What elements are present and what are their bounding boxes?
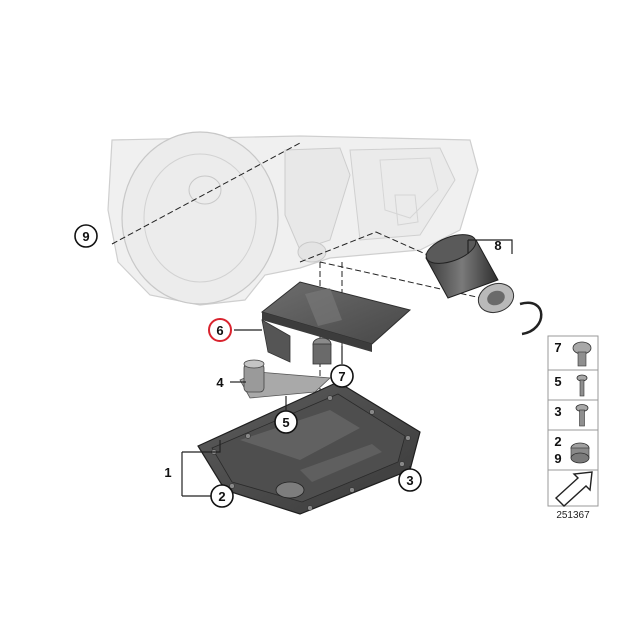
svg-text:7: 7 [554, 340, 561, 355]
legend-row-2-9[interactable]: 2 9 [554, 434, 590, 466]
svg-text:5: 5 [554, 374, 561, 389]
svg-text:8: 8 [494, 238, 501, 253]
callout-1[interactable]: 1 [164, 465, 171, 480]
drain-plug-icon [570, 442, 590, 464]
direction-arrow-icon [554, 471, 593, 507]
callout-2[interactable]: 2 [210, 484, 234, 508]
svg-text:3: 3 [554, 404, 561, 419]
svg-text:5: 5 [282, 415, 289, 430]
svg-text:4: 4 [216, 375, 224, 390]
callout-5[interactable]: 5 [274, 410, 298, 434]
callout-9[interactable]: 9 [74, 224, 98, 248]
oil-pan-part [197, 381, 421, 515]
svg-text:2: 2 [554, 434, 561, 449]
legend-row-3[interactable]: 3 [554, 404, 589, 427]
callout-4[interactable]: 4 [216, 375, 224, 390]
legend-row-5[interactable]: 5 [554, 374, 588, 397]
torx-bolt-icon [572, 341, 592, 367]
transmission-housing [107, 131, 479, 306]
callout-6-highlighted[interactable]: 6 [208, 318, 232, 342]
callout-8[interactable]: 8 [494, 238, 501, 253]
callout-7[interactable]: 7 [330, 364, 354, 388]
callout-3[interactable]: 3 [398, 468, 422, 492]
screw-icon [575, 404, 589, 427]
mechatronic-sleeve-part [239, 359, 331, 399]
diagram-code: 251367 [556, 510, 590, 521]
svg-text:9: 9 [554, 451, 561, 466]
svg-text:2: 2 [218, 489, 225, 504]
svg-text:6: 6 [216, 323, 223, 338]
svg-text:7: 7 [338, 369, 345, 384]
transmission-filter-part [260, 281, 412, 365]
legend-row-7[interactable]: 7 [554, 340, 592, 367]
oil-filter-part [425, 234, 543, 336]
svg-text:3: 3 [406, 473, 413, 488]
svg-text:9: 9 [82, 229, 89, 244]
fastener-legend-panel: 7 5 3 2 9 [547, 335, 599, 507]
svg-text:1: 1 [164, 465, 171, 480]
small-bolt-icon [576, 374, 588, 397]
